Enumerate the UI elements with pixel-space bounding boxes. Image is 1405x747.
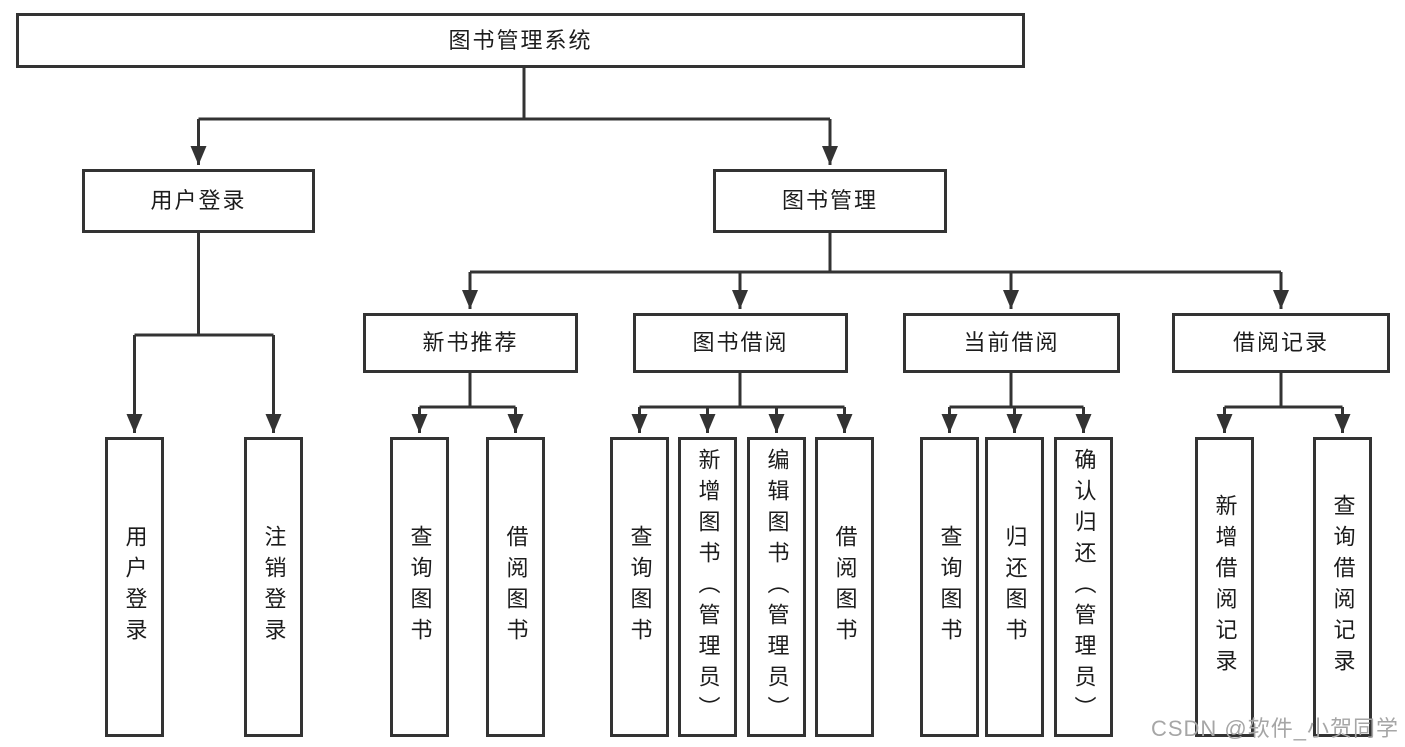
leaf-current-query-books-label: 查询图书 (937, 525, 963, 649)
node-user-login-label: 用户登录 (150, 188, 247, 213)
node-borrowing-records-label: 借阅记录 (1232, 330, 1329, 355)
node-new-book-recommend-label: 新书推荐 (422, 330, 519, 355)
node-book-borrowing: 图书借阅 (633, 313, 848, 373)
leaf-query-borrow-record: 查询借阅记录 (1313, 437, 1372, 737)
node-book-management-label: 图书管理 (781, 188, 878, 213)
leaf-add-books-admin-label: 新增图书（管理员） (695, 447, 721, 727)
leaf-query-borrow-record-label: 查询借阅记录 (1330, 494, 1356, 680)
leaf-add-books-admin: 新增图书（管理员） (678, 437, 737, 737)
leaf-recommend-borrow-books: 借阅图书 (486, 437, 545, 737)
node-current-borrowing-label: 当前借阅 (963, 330, 1060, 355)
leaf-confirm-return-admin: 确认归还（管理员） (1054, 437, 1113, 737)
leaf-recommend-query-books-label: 查询图书 (407, 525, 433, 649)
leaf-confirm-return-admin-label: 确认归还（管理员） (1071, 447, 1097, 727)
node-library-system: 图书管理系统 (16, 13, 1025, 68)
node-book-management: 图书管理 (713, 169, 947, 233)
leaf-logout-label: 注销登录 (261, 525, 287, 649)
node-borrowing-records: 借阅记录 (1172, 313, 1390, 373)
leaf-borrowing-query-books: 查询图书 (610, 437, 669, 737)
leaf-current-query-books: 查询图书 (920, 437, 979, 737)
leaf-user-login-label: 用户登录 (122, 525, 148, 649)
leaf-borrow-books: 借阅图书 (815, 437, 874, 737)
leaf-add-borrow-record: 新增借阅记录 (1195, 437, 1254, 737)
node-current-borrowing: 当前借阅 (903, 313, 1120, 373)
node-book-borrowing-label: 图书借阅 (692, 330, 789, 355)
leaf-recommend-borrow-books-label: 借阅图书 (503, 525, 529, 649)
leaf-return-books-label: 归还图书 (1002, 525, 1028, 649)
node-library-system-label: 图书管理系统 (448, 27, 593, 53)
leaf-logout: 注销登录 (244, 437, 303, 737)
leaf-recommend-query-books: 查询图书 (390, 437, 449, 737)
leaf-user-login: 用户登录 (105, 437, 164, 737)
leaf-borrowing-query-books-label: 查询图书 (627, 525, 653, 649)
node-new-book-recommend: 新书推荐 (363, 313, 578, 373)
leaf-edit-books-admin-label: 编辑图书（管理员） (764, 447, 790, 727)
leaf-borrow-books-label: 借阅图书 (832, 525, 858, 649)
leaf-return-books: 归还图书 (985, 437, 1044, 737)
leaf-edit-books-admin: 编辑图书（管理员） (747, 437, 806, 737)
node-user-login: 用户登录 (82, 169, 315, 233)
leaf-add-borrow-record-label: 新增借阅记录 (1212, 494, 1238, 680)
